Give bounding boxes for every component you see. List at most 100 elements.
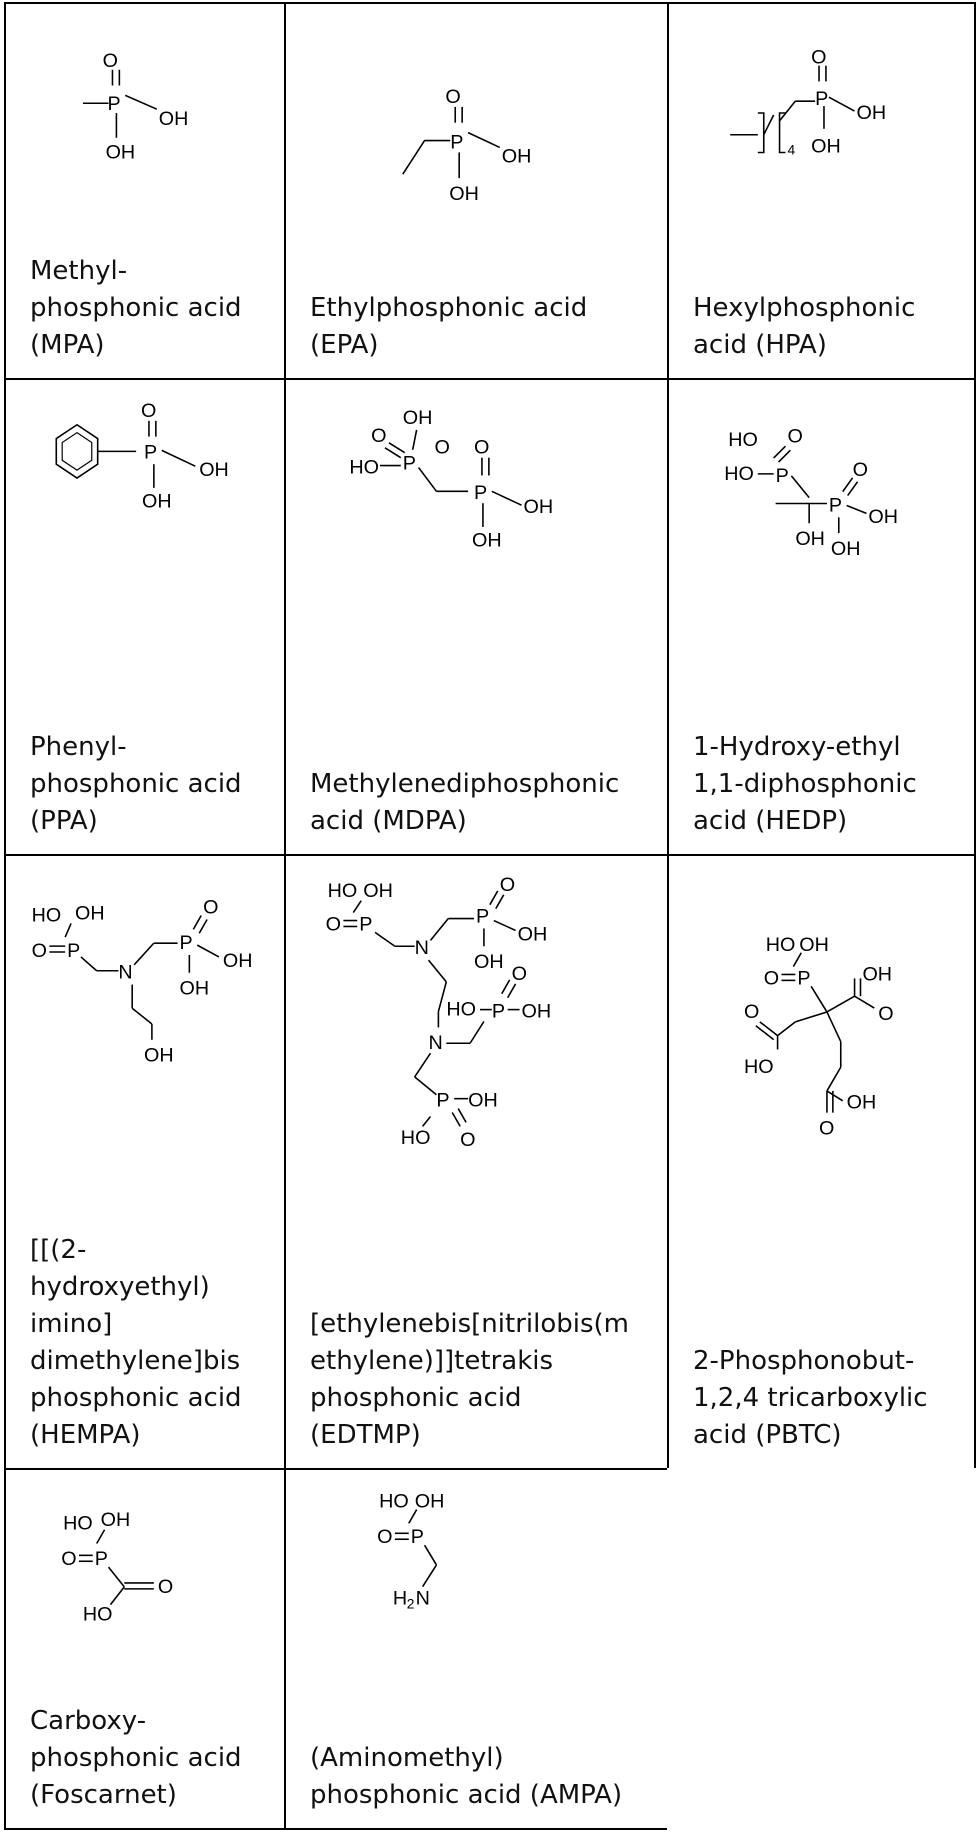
svg-text:P: P [829, 494, 842, 516]
svg-text:OH: OH [868, 506, 898, 528]
svg-text:P: P [67, 940, 80, 962]
svg-text:O: O [474, 437, 489, 459]
svg-text:O: O [434, 437, 449, 459]
compound-name: (Aminomethyl) phosphonic acid (AMPA) [310, 1743, 623, 1810]
compound-name: Carboxy- phosphonic acid (Foscarnet) [30, 1706, 242, 1810]
compound-name: Ethylphosphonic acid (EPA) [310, 293, 588, 360]
svg-text:OH: OH [75, 902, 105, 924]
svg-text:OH: OH [502, 145, 532, 167]
cell-hpa: 4 P O OH OH Hexylphosphonic acid (HPA) [667, 2, 976, 380]
foscarnet-structure: HO OH O P O HO [61, 1509, 173, 1626]
svg-text:HO: HO [446, 999, 476, 1021]
svg-text:O: O [103, 50, 118, 72]
cell-hedp: HO O HO P OH P O OH OH 1-Hydroxy-ethyl 1… [667, 378, 976, 856]
svg-text:HO: HO [379, 1491, 409, 1513]
svg-text:N: N [416, 1587, 430, 1609]
svg-text:OH: OH [811, 136, 841, 158]
compound-name: Methyl- phosphonic acid (MPA) [30, 256, 242, 360]
svg-text:4: 4 [787, 141, 795, 157]
svg-text:OH: OH [449, 183, 479, 205]
svg-text:HO: HO [401, 1127, 431, 1149]
hempa-structure: HO OH O P N P O OH OH OH [32, 897, 253, 1067]
svg-text:O: O [377, 1526, 392, 1548]
svg-text:OH: OH [363, 880, 393, 902]
cell-mpa: P O OH OH Methyl- phosphonic acid (MPA) [4, 2, 286, 380]
compound-name: [[(2- hydroxyethyl) imino] dimethylene]b… [30, 1235, 242, 1450]
svg-text:HO: HO [744, 1056, 774, 1078]
svg-text:P: P [797, 967, 810, 989]
svg-text:P: P [476, 906, 489, 928]
cell-hempa: HO OH O P N P O OH OH OH [[(2- hydroxyet… [4, 854, 286, 1470]
svg-text:O: O [764, 967, 779, 989]
svg-text:O: O [460, 1129, 475, 1151]
hpa-structure: 4 P O OH OH [730, 47, 886, 158]
svg-text:HO: HO [32, 904, 62, 926]
svg-text:HO: HO [63, 1513, 93, 1535]
pbtc-structure: HO OH O P OH O O HO OH O [744, 934, 894, 1140]
svg-text:OH: OH [799, 934, 829, 956]
svg-text:P: P [180, 932, 193, 954]
ampa-structure: HO OH O P H 2 N [377, 1491, 445, 1612]
svg-text:O: O [371, 425, 386, 447]
cell-pbtc: HO OH O P OH O O HO OH O 2-Phosp [667, 854, 976, 1470]
compound-name: 1-Hydroxy-ethyl 1,1-diphosphonic acid (H… [693, 732, 917, 836]
svg-text:P: P [436, 1090, 449, 1112]
svg-text:N: N [429, 1032, 443, 1054]
svg-text:OH: OH [159, 108, 189, 130]
svg-text:2: 2 [407, 1595, 415, 1611]
svg-text:OH: OH [415, 1491, 445, 1513]
svg-text:OH: OH [144, 1044, 174, 1066]
svg-text:P: P [359, 913, 372, 935]
svg-text:O: O [853, 459, 868, 481]
svg-text:P: P [492, 1001, 505, 1023]
epa-structure: P O OH OH [402, 86, 532, 205]
svg-text:OH: OH [106, 141, 136, 163]
compound-name: Hexylphosphonic acid (HPA) [693, 293, 916, 360]
ppa-structure: P O OH OH [55, 400, 229, 513]
svg-text:OH: OH [223, 950, 253, 972]
svg-text:O: O [811, 47, 826, 69]
svg-text:P: P [411, 1526, 424, 1548]
svg-text:OH: OH [142, 491, 172, 513]
svg-text:O: O [787, 425, 802, 447]
svg-text:O: O [744, 1001, 759, 1023]
svg-text:N: N [415, 937, 429, 959]
svg-text:O: O [326, 913, 341, 935]
svg-text:OH: OH [468, 1090, 498, 1112]
svg-text:OH: OH [101, 1509, 131, 1531]
compound-name: 2-Phosphonobut- 1,2,4 tricarboxylic acid… [693, 1346, 928, 1450]
svg-text:HO: HO [724, 463, 754, 485]
mdpa-structure: O OH HO P O O P OH OH [349, 407, 554, 552]
svg-text:HO: HO [328, 880, 358, 902]
cell-mdpa: O OH HO P O O P OH OH Methylenediphospho… [284, 378, 669, 856]
svg-text:O: O [500, 874, 515, 896]
cell-empty [667, 1468, 976, 1830]
compound-name: Phenyl- phosphonic acid (PPA) [30, 732, 242, 836]
svg-text:OH: OH [524, 496, 554, 518]
svg-text:O: O [61, 1548, 76, 1570]
svg-text:HO: HO [349, 457, 379, 479]
edtmp-structure: HO OH O P N P O OH OH N HO P [326, 874, 552, 1151]
hedp-structure: HO O HO P OH P O OH OH [724, 425, 898, 560]
cell-ppa: P O OH OH Phenyl- phosphonic acid (PPA) [4, 378, 286, 856]
svg-text:P: P [474, 482, 487, 504]
compound-name: Methylenediphosphonic acid (MDPA) [310, 769, 620, 836]
svg-text:P: P [144, 441, 157, 463]
svg-text:HO: HO [83, 1603, 113, 1625]
svg-text:OH: OH [403, 407, 433, 429]
svg-text:O: O [158, 1576, 173, 1598]
svg-text:HO: HO [766, 934, 796, 956]
svg-text:OH: OH [522, 1001, 552, 1023]
svg-text:OH: OH [831, 538, 861, 560]
svg-text:OH: OH [795, 528, 825, 550]
svg-text:OH: OH [474, 951, 504, 973]
svg-text:O: O [819, 1117, 834, 1139]
cell-ampa: HO OH O P H 2 N (Aminomethyl) phosphonic… [284, 1468, 669, 1830]
svg-text:P: P [815, 88, 828, 110]
svg-text:HO: HO [728, 429, 758, 451]
svg-text:O: O [141, 400, 156, 422]
svg-text:OH: OH [862, 963, 892, 985]
cell-foscarnet: HO OH O P O HO Carboxy- phosphonic acid … [4, 1468, 286, 1830]
svg-text:H: H [393, 1587, 407, 1609]
